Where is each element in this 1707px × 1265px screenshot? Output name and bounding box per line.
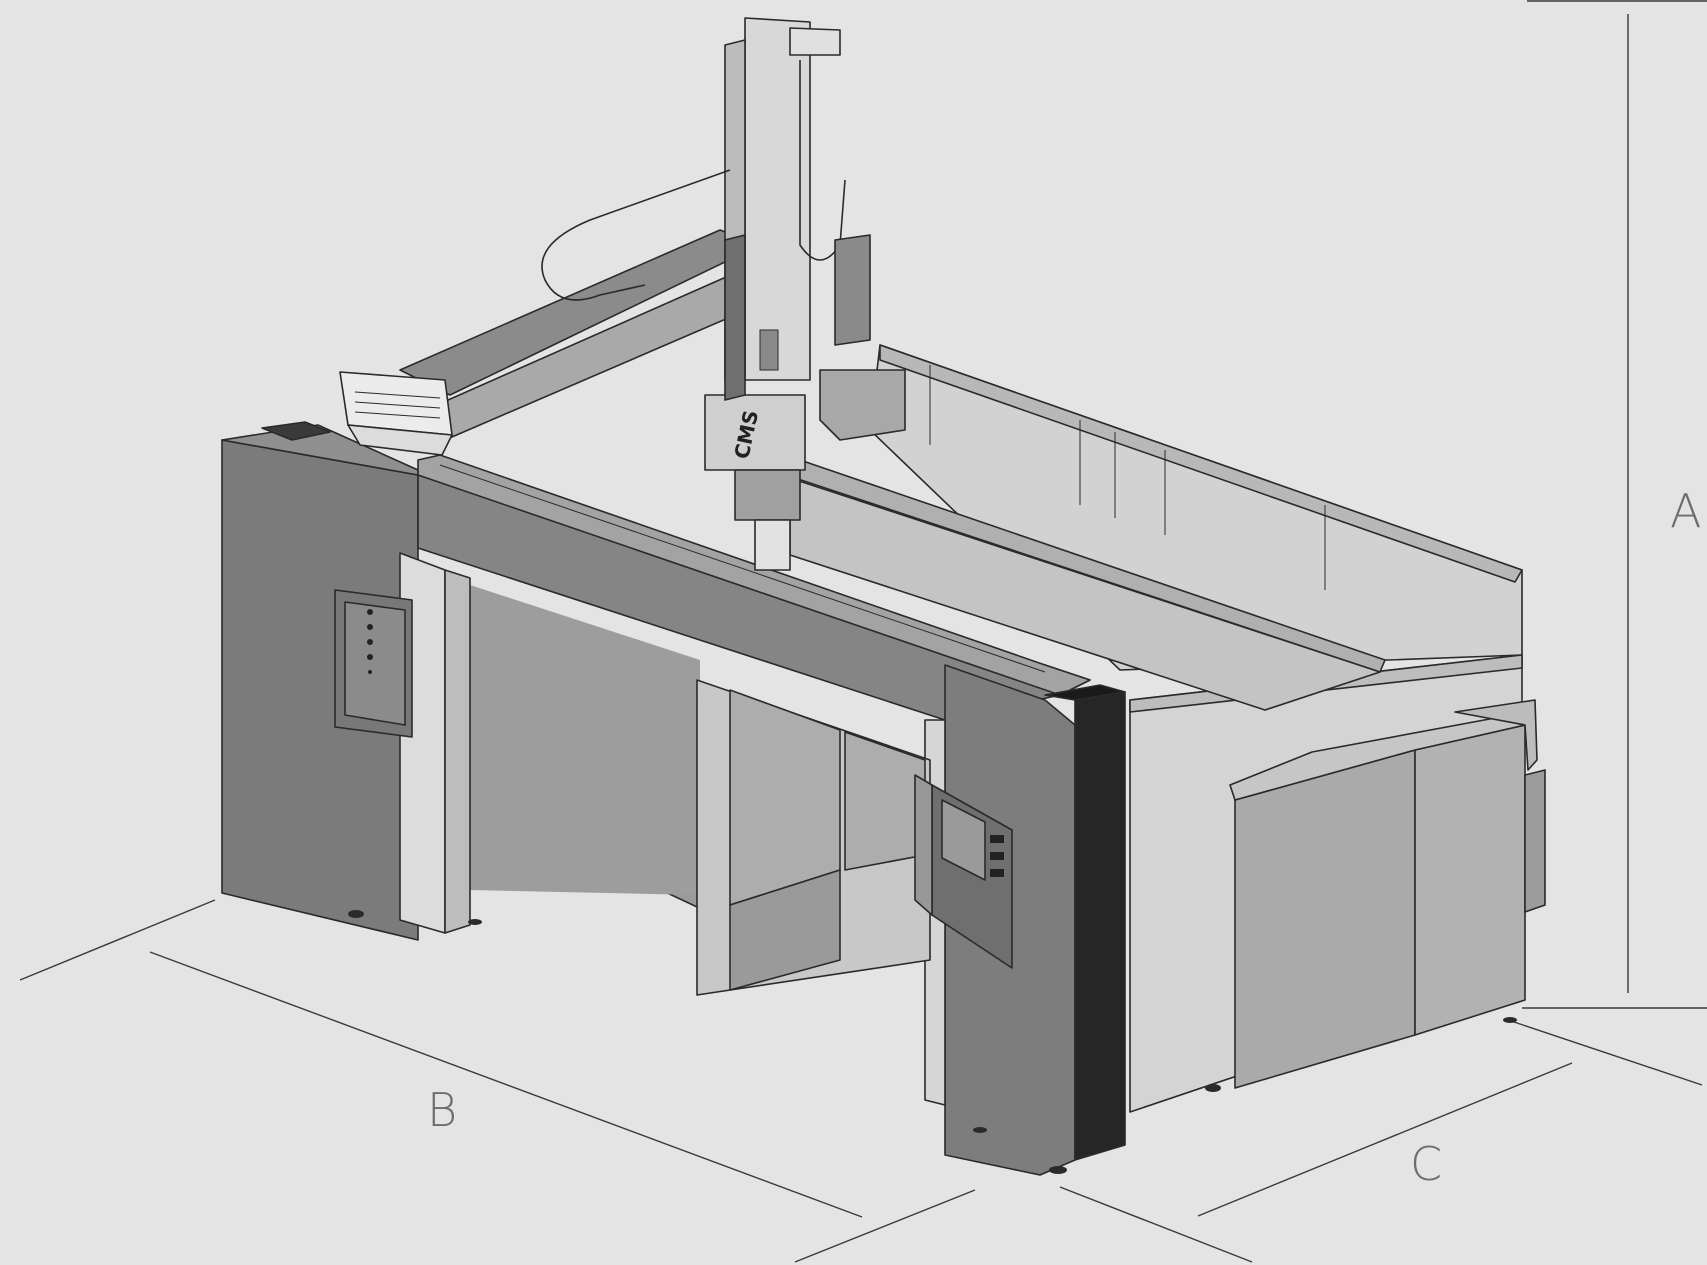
dimension-label-a: A xyxy=(1670,484,1701,538)
dimension-b-line xyxy=(149,951,863,1218)
cabinet-side-unit xyxy=(1524,769,1546,913)
y-carriage xyxy=(724,234,746,401)
dimension-lines xyxy=(19,0,1707,1263)
dimension-b-right-ext xyxy=(794,1189,976,1263)
left-door-post-inner xyxy=(444,569,471,934)
right-carriage-block xyxy=(819,369,906,441)
left-control-panel xyxy=(334,589,413,738)
left-portal-top-block xyxy=(261,421,331,441)
left-motor-housing xyxy=(339,371,453,456)
front-glazed-door xyxy=(696,679,931,996)
dimension-label-b: B xyxy=(427,1083,457,1137)
hmi-control-panel xyxy=(914,774,1013,969)
machine-feet xyxy=(348,910,1517,1174)
right-side-wall-top xyxy=(879,344,1523,583)
z-axis-column xyxy=(704,17,841,571)
machine: CMS xyxy=(221,17,1546,1176)
dimension-b-left-ext xyxy=(19,899,216,981)
far-wall-frames xyxy=(929,365,1326,590)
right-black-column-top xyxy=(1044,684,1126,701)
dimension-c-left-ext xyxy=(1059,1186,1253,1263)
right-carriage-motor xyxy=(834,234,871,346)
interior-back-wall xyxy=(470,585,700,895)
front-rail-rack xyxy=(439,464,1046,673)
dimension-c-line xyxy=(1197,1062,1573,1217)
right-black-column xyxy=(1074,691,1126,1161)
electrical-cabinet-front xyxy=(1234,749,1416,1089)
cable-chain-left xyxy=(541,169,731,301)
dimension-label-c: C xyxy=(1410,1137,1442,1191)
dimension-c-right-ext xyxy=(1507,1019,1703,1086)
cabinet-ventilation xyxy=(1454,699,1538,771)
electrical-cabinet-front-right xyxy=(1414,724,1526,1036)
